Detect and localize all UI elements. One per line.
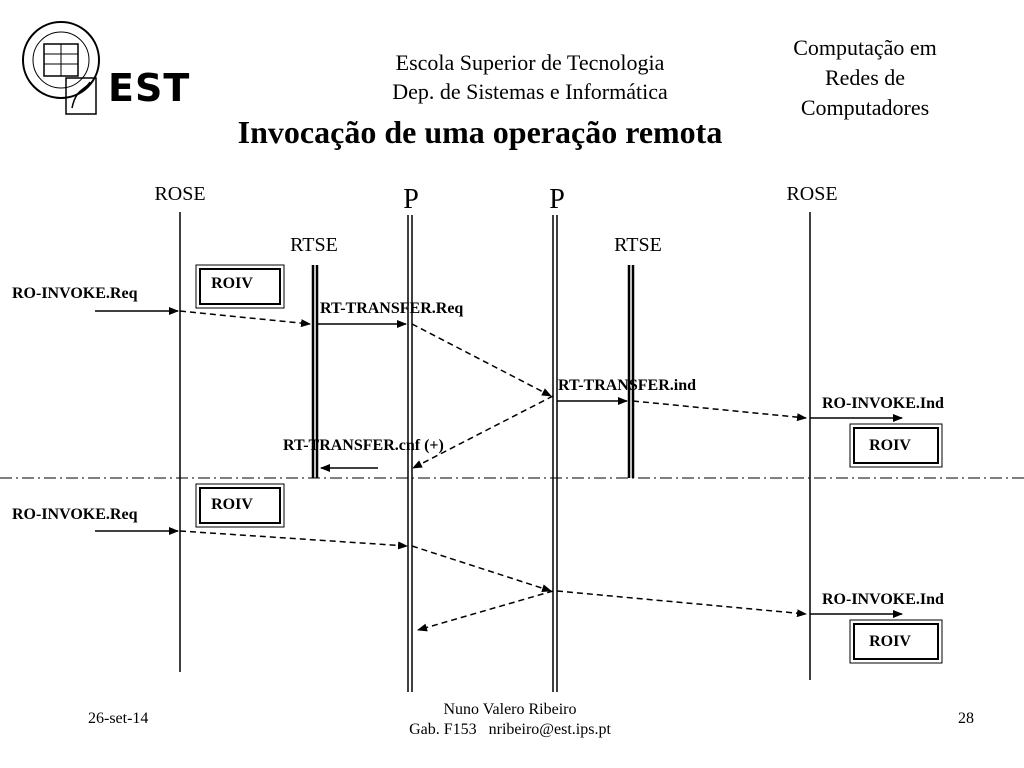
course-line-2: Redes de xyxy=(824,65,906,90)
roiv-right-1-label: ROIV xyxy=(869,437,911,454)
course-line-3: Computadores xyxy=(800,95,930,120)
arrow-p-return xyxy=(412,395,554,469)
ro-invoke-ind-1-label: RO-INVOKE.Ind xyxy=(822,395,944,412)
roiv-box-left-1: ROIV xyxy=(195,264,285,309)
logo-wordmark: EST xyxy=(108,66,191,110)
roiv-left-2-label: ROIV xyxy=(211,496,253,513)
school-header: Escola Superior de Tecnologia Dep. de Si… xyxy=(300,48,760,106)
page-number: 28 xyxy=(958,710,974,727)
rose-left-label: ROSE xyxy=(154,183,205,205)
ro-invoke-ind-2-label: RO-INVOKE.Ind xyxy=(822,591,944,608)
course-line-1: Computação em xyxy=(793,35,937,60)
ro-invoke-req-2-label: RO-INVOKE.Req xyxy=(12,506,138,523)
ro-invoke-req-1-label: RO-INVOKE.Req xyxy=(12,285,138,302)
rtse-right-bar xyxy=(627,265,635,478)
roiv-left-1-label: ROIV xyxy=(211,275,253,292)
arrow-rtse-to-rose xyxy=(632,400,807,422)
roiv-box-right-1: ROIV xyxy=(849,423,943,468)
rtse-left-label: RTSE xyxy=(290,234,338,256)
p-right-lifeline xyxy=(552,215,558,692)
footer-author: Nuno Valero Ribeiro xyxy=(443,701,577,718)
footer-contact: Gab. F153 nribeiro@est.ips.pt xyxy=(409,721,611,738)
rose-right-label: ROSE xyxy=(786,183,837,205)
arrow-p-to-rose-2 xyxy=(556,590,807,618)
rt-transfer-req-label: RT-TRANSFER.Req xyxy=(320,300,463,317)
arrow-p-to-p xyxy=(411,323,552,397)
department-name: Dep. de Sistemas e Informática xyxy=(392,79,668,104)
rtse-left-bar xyxy=(311,265,319,478)
course-header: Computação em Redes de Computadores xyxy=(750,33,980,123)
p-left-lifeline xyxy=(407,215,413,692)
p-left-label: P xyxy=(403,184,419,215)
p-right-label: P xyxy=(549,184,565,215)
institute-seal-logo xyxy=(22,21,100,115)
slide-title: Invocação de uma operação remota xyxy=(237,114,723,150)
arrow-rose-to-rtse xyxy=(179,310,311,328)
rt-transfer-ind-label: RT-TRANSFER.ind xyxy=(558,377,696,394)
arrow-p-return-2 xyxy=(417,590,554,632)
footer-author-block: Nuno Valero Ribeiro Gab. F153 nribeiro@e… xyxy=(340,700,680,740)
roiv-box-right-2: ROIV xyxy=(849,619,943,664)
school-name: Escola Superior de Tecnologia xyxy=(395,50,665,75)
arrow-p-to-p-2 xyxy=(411,545,552,593)
roiv-right-2-label: ROIV xyxy=(869,633,911,650)
footer-date: 26-set-14 xyxy=(88,710,149,727)
rt-transfer-cnf-label: RT-TRANSFER.cnf (+) xyxy=(283,437,444,454)
roiv-box-left-2: ROIV xyxy=(195,483,285,528)
rtse-right-label: RTSE xyxy=(614,234,662,256)
arrow-rose-to-p-2 xyxy=(179,530,408,550)
